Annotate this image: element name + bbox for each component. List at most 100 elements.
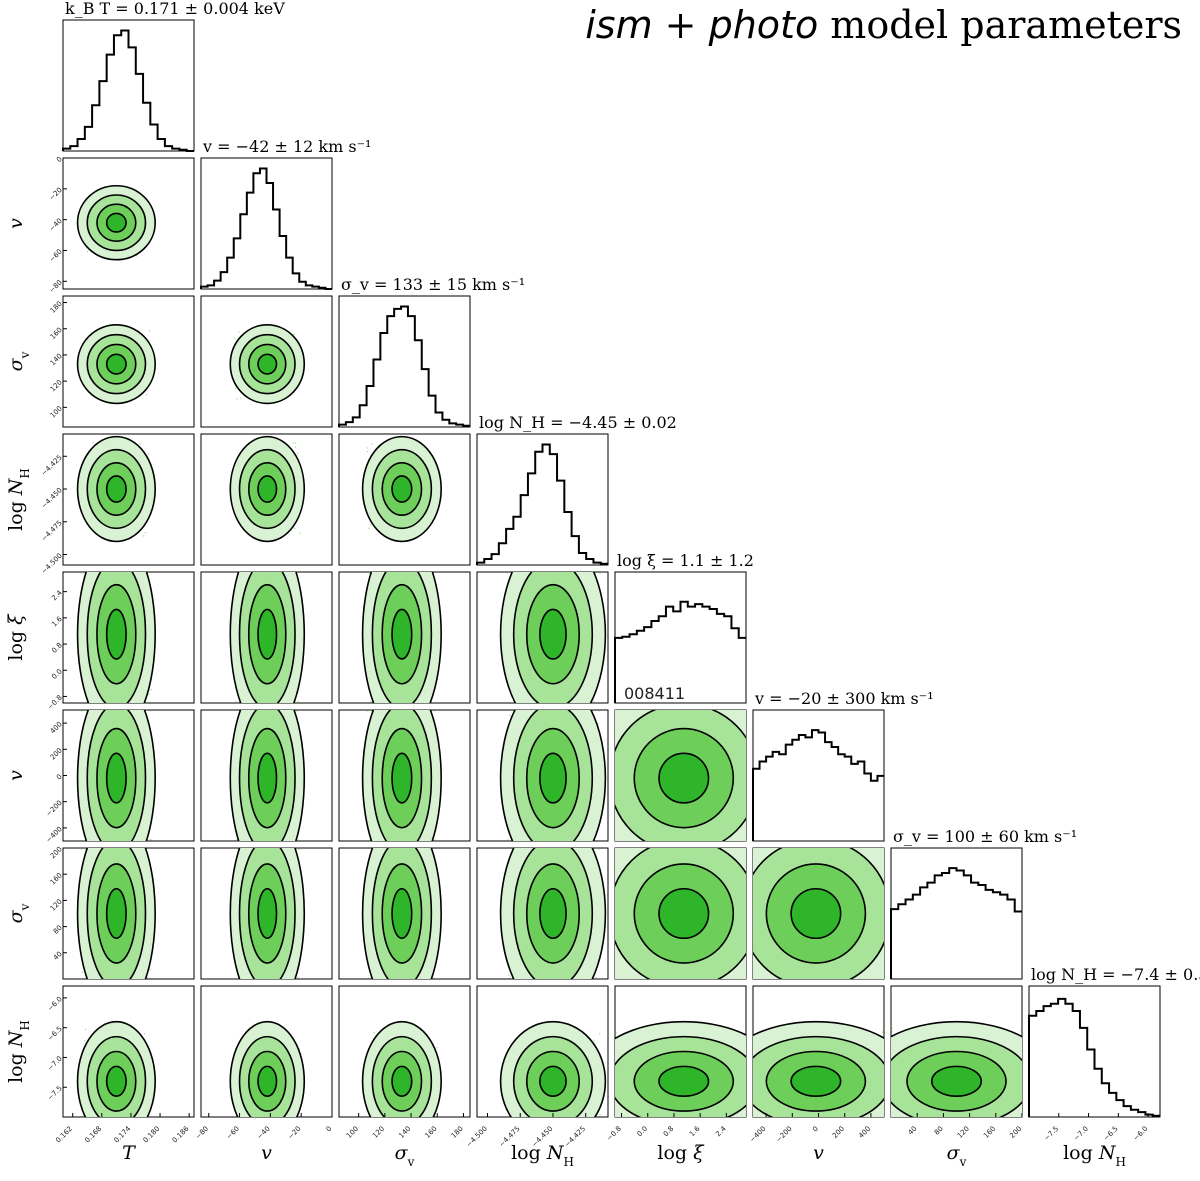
contours-sig2-xi [615, 848, 746, 979]
contours-NH2-sig1 [361, 1020, 442, 1117]
panel-sig2-v2 [752, 847, 885, 980]
panel-sig2-v1 [200, 847, 333, 980]
contours-xi-NH1 [499, 572, 607, 703]
xtick-label: 0.0 [636, 1125, 650, 1139]
contours-NH2-v1 [229, 1020, 306, 1117]
yaxis-label-NH1: log NH [5, 468, 32, 531]
stat-title-NH2: log N_H = −7.4 ± 0.5 [1031, 965, 1200, 984]
ytick-label: −7.0 [46, 1055, 64, 1073]
xtick-label: 1.6 [688, 1124, 702, 1138]
xtick-label: 100 [345, 1125, 360, 1140]
contours-xi-T [76, 572, 156, 703]
panel-sig2-xi [614, 847, 747, 980]
stat-title-sig2: σ_v = 100 ± 60 km s⁻¹ [893, 827, 1077, 846]
xtick-label: −7.0 [1072, 1125, 1090, 1143]
contours-xi-v1 [229, 572, 306, 703]
chart-title: ism + photo model parameters [585, 3, 1182, 47]
histogram-xi [614, 600, 746, 703]
xtick-label: 180 [450, 1125, 465, 1140]
xaxis-label-T: T [122, 1142, 136, 1164]
xtick-label: 0.180 [142, 1125, 162, 1145]
ytick-label: −40 [48, 217, 64, 233]
contours-v2-v1 [229, 710, 306, 841]
xaxis-label-v2: v [813, 1142, 824, 1164]
ytick-label: 80 [52, 924, 64, 936]
xtick-label: 0 [811, 1125, 820, 1134]
xtick-label: 0 [325, 1125, 334, 1134]
xaxis-label-v1: v [261, 1142, 272, 1164]
histogram-NH1 [476, 443, 608, 565]
xtick-label: 40 [907, 1125, 919, 1137]
ytick-label: 180 [49, 300, 64, 315]
panel-sig2-sig2: σ_v = 100 ± 60 km s⁻¹ [890, 827, 1077, 980]
yaxis-label-sig1: σv [5, 351, 32, 371]
panel-xi-v1 [200, 571, 333, 704]
ytick-label: −200 [45, 799, 64, 818]
xtick-label: −4.500 [465, 1125, 489, 1149]
xtick-label: 120 [956, 1125, 971, 1140]
contours-NH1-v1 [229, 435, 306, 543]
chart-title-plus: + [653, 3, 709, 47]
ytick-label: 160 [49, 871, 64, 886]
panel-NH2-NH2: log N_H = −7.4 ± 0.5−7.5−7.0−6.5−6.0log … [1028, 965, 1200, 1169]
ytick-label: 0 [55, 155, 64, 164]
contours-sig2-sig1 [361, 848, 442, 979]
xtick-label: −200 [774, 1125, 793, 1144]
panels: k_B T = 0.171 ± 0.004 keV−80−60−40−200vv… [5, 0, 1200, 1169]
xtick-label: 140 [397, 1125, 412, 1140]
ytick-label: −4.450 [40, 486, 64, 510]
panel-v2-xi [614, 709, 747, 842]
ytick-label: 2.4 [50, 588, 64, 602]
xaxis-label-sig1: σv [395, 1142, 415, 1169]
xtick-label: 0.8 [662, 1125, 676, 1139]
xtick-label: −4.425 [563, 1125, 587, 1149]
histogram-T [62, 29, 194, 152]
contours-v1-T [76, 184, 156, 261]
contours-v2-T [76, 710, 156, 841]
ytick-label: −6.5 [46, 1025, 64, 1043]
histogram-sig1 [338, 305, 470, 427]
contours-sig2-NH1 [499, 848, 607, 979]
panel-sig2-sig1 [338, 847, 471, 980]
ytick-label: −80 [48, 278, 64, 294]
xtick-label: 0.168 [83, 1125, 103, 1145]
yaxis-label-NH2: log NH [5, 1020, 32, 1083]
stat-title-sig1: σ_v = 133 ± 15 km s⁻¹ [341, 275, 525, 294]
contours-v2-sig1 [361, 710, 442, 841]
xtick-label: 160 [424, 1125, 439, 1140]
contours-NH2-v2 [753, 1020, 884, 1117]
yaxis-label-v1: v [5, 218, 27, 229]
histogram-sig2 [890, 867, 1022, 979]
yaxis-label-v2: v [5, 770, 27, 781]
xtick-label: −6.5 [1102, 1125, 1120, 1143]
xaxis-label-NH2: log NH [1063, 1142, 1126, 1169]
panel-NH1-NH1: log N_H = −4.45 ± 0.02 [476, 413, 677, 566]
contours-v2-xi [615, 710, 746, 841]
ytick-label: 140 [49, 352, 64, 367]
ytick-label: −4.475 [40, 519, 64, 543]
ytick-label: 1.6 [50, 615, 64, 629]
chart-title-rest: model parameters [818, 3, 1182, 47]
stat-title-NH1: log N_H = −4.45 ± 0.02 [479, 413, 677, 432]
xaxis-label-NH1: log NH [511, 1142, 574, 1169]
xtick-label: 200 [1008, 1125, 1023, 1140]
xaxis-label-xi: log ξ [657, 1142, 705, 1164]
xtick-label: 200 [831, 1125, 846, 1140]
panel-NH1-v1 [200, 433, 333, 566]
panel-sig2-NH1 [476, 847, 609, 980]
histogram-v2 [752, 729, 884, 841]
panel-v2-sig1 [338, 709, 471, 842]
panel-sig1-sig1: σ_v = 133 ± 15 km s⁻¹ [338, 275, 525, 428]
contours-NH2-xi [615, 1020, 746, 1117]
xtick-label: 400 [857, 1125, 872, 1140]
ytick-label: 0.0 [50, 667, 64, 681]
